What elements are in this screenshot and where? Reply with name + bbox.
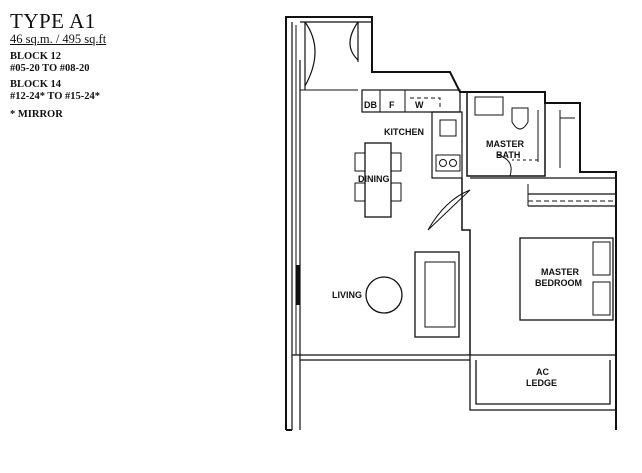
coffee-table [365, 276, 403, 314]
hob [435, 154, 461, 172]
exterior-wall [285, 16, 617, 430]
master-bath-label-line2: BATH [496, 150, 520, 160]
master-bedroom-label-line2: BEDROOM [535, 278, 582, 288]
sofa [414, 251, 460, 338]
bath-door [497, 154, 512, 177]
interior-wall-offset [291, 22, 301, 430]
block-12-units: #05-20 TO #08-20 [10, 63, 90, 74]
block-14-label: BLOCK 14 [10, 79, 62, 90]
mirror-note: * MIRROR [10, 109, 63, 120]
living-label: LIVING [332, 290, 362, 300]
sink [439, 119, 457, 137]
toilet [511, 107, 529, 130]
dining-label: DINING [358, 174, 390, 184]
ac-ledge-label-line2: LEDGE [526, 378, 557, 388]
dining-table [364, 142, 392, 218]
washer-label: W [415, 100, 424, 110]
unit-area: 46 sq.m. / 495 sq.ft [10, 32, 107, 46]
kitchen-counter [361, 89, 461, 113]
block-14-units: #12-24* TO #15-24* [10, 91, 101, 102]
master-bath-label-line1: MASTER [486, 139, 525, 149]
bed [519, 237, 614, 321]
unit-type-title: TYPE A1 [10, 9, 96, 33]
block-12-label: BLOCK 12 [10, 51, 62, 62]
db-label: DB [364, 100, 377, 110]
fridge-label: F [389, 100, 395, 110]
kitchen-label: KITCHEN [384, 127, 424, 137]
master-bedroom-label-line1: MASTER [541, 267, 580, 277]
wardrobe [528, 193, 616, 207]
bath-basin [474, 96, 504, 116]
bedroom-door [427, 189, 471, 231]
master-bath-room [466, 91, 546, 177]
entrance-door [304, 21, 359, 90]
plan-legend: TYPE A1 46 sq.m. / 495 sq.ft BLOCK 12 #0… [10, 10, 106, 121]
ac-ledge-label-line1: AC [536, 367, 549, 377]
